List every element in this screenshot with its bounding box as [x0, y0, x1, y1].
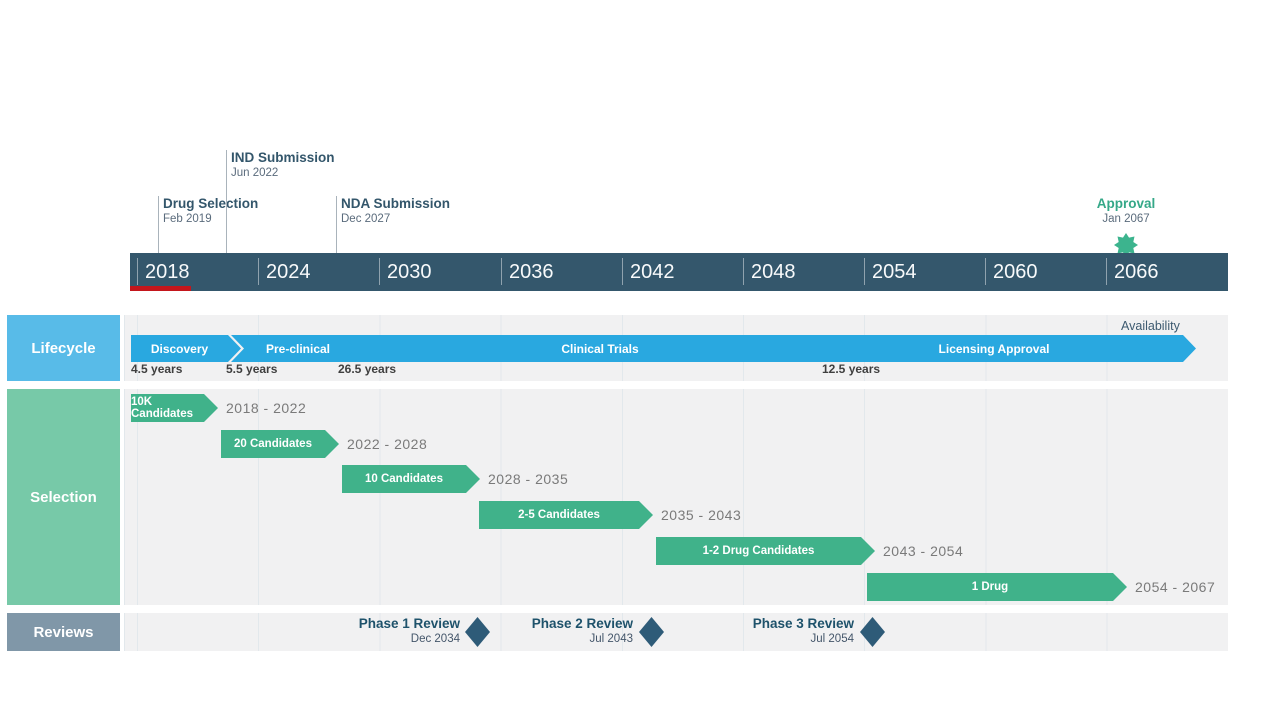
milestone-title: NDA Submission	[341, 196, 451, 211]
axis-year-label: 2024	[266, 261, 311, 283]
review-milestone-label: Phase 1 Review Dec 2034	[330, 615, 460, 646]
axis-tick	[1106, 258, 1107, 285]
lane-row-selection: 10K Candidates 2018 - 2022 20 Candidates…	[124, 389, 1228, 605]
axis-year-label: 2066	[1114, 261, 1159, 283]
phase-duration: 4.5 years	[131, 362, 183, 376]
phase-arrow-label: Licensing Approval	[938, 341, 1050, 356]
selection-bar-label: 2-5 Candidates	[518, 509, 600, 521]
phase-arrow-label: Discovery	[150, 341, 209, 356]
milestone-date: Jun 2022	[231, 167, 279, 179]
axis-year-label: 2030	[387, 261, 432, 283]
phase-duration: 12.5 years	[822, 362, 881, 376]
milestone-title: Drug Selection	[163, 196, 259, 211]
review-title: Phase 2 Review	[531, 616, 633, 631]
lane-label-selection[interactable]: Selection	[7, 389, 120, 605]
selection-bar-label: 1-2 Drug Candidates	[702, 545, 815, 557]
selection-bar-range: 2028 - 2035	[488, 471, 569, 487]
selection-bar-label: 10 Candidates	[365, 473, 443, 485]
milestone-approval[interactable]: Approval Jan 2067	[1066, 196, 1186, 227]
selection-bar-1-drug[interactable]: 1 Drug	[867, 573, 1127, 601]
milestone-ind-submission[interactable]: IND Submission Jun 2022	[231, 150, 335, 181]
axis-year-label: 2054	[872, 261, 917, 283]
selection-bar-range: 2054 - 2067	[1135, 579, 1216, 595]
selection-bar-label: 10K Candidates	[131, 396, 193, 420]
review-date: Jul 2043	[589, 633, 633, 645]
axis-year-label: 2018	[145, 261, 190, 283]
axis-tick	[985, 258, 986, 285]
milestone-title: Approval	[1096, 196, 1156, 211]
phase-arrow-label: Clinical Trials	[561, 341, 639, 356]
selection-bar-10-candidates[interactable]: 10 Candidates	[342, 465, 480, 493]
phase-arrow-preclinical[interactable]: Pre-clinical	[231, 335, 358, 362]
review-title: Phase 1 Review	[358, 616, 460, 631]
phase-duration: 26.5 years	[338, 362, 397, 376]
axis-year-label: 2048	[751, 261, 796, 283]
selection-bar-10k-candidates[interactable]: 10K Candidates	[131, 394, 218, 422]
phase-duration: 5.5 years	[226, 362, 278, 376]
axis-tick	[864, 258, 865, 285]
availability-caption: Availability	[1121, 319, 1180, 333]
axis-tick	[622, 258, 623, 285]
lane-label-text: Reviews	[33, 623, 94, 641]
milestone-title: IND Submission	[231, 150, 335, 165]
milestone-nda-submission[interactable]: NDA Submission Dec 2027	[341, 196, 450, 227]
axis-tick	[379, 258, 380, 285]
lane-label-text: Lifecycle	[31, 339, 96, 357]
lane-row-lifecycle: Discovery Pre-clinical Clinical Trials L…	[124, 315, 1228, 381]
milestone-date: Dec 2027	[341, 213, 391, 225]
milestone-drug-selection[interactable]: Drug Selection Feb 2019	[163, 196, 258, 227]
selection-bar-label: 1 Drug	[971, 581, 1009, 593]
phase-arrow-clinical-trials[interactable]: Clinical Trials	[342, 335, 851, 362]
selection-bar-range: 2018 - 2022	[226, 400, 307, 416]
milestone-connector-ind-submission	[226, 150, 227, 253]
milestone-connector-nda-submission	[336, 196, 337, 253]
selection-bar-label: 20 Candidates	[234, 438, 312, 450]
axis-tick	[258, 258, 259, 285]
phase-arrow-licensing-approval[interactable]: Licensing Approval	[835, 335, 1146, 362]
lane-label-reviews[interactable]: Reviews	[7, 613, 120, 651]
milestone-connector-drug-selection	[158, 196, 159, 253]
axis-elapsed-accent	[130, 286, 191, 291]
axis-year-label: 2060	[993, 261, 1038, 283]
review-milestone-label: Phase 2 Review Jul 2043	[503, 615, 633, 646]
selection-bar-2-5-candidates[interactable]: 2-5 Candidates	[479, 501, 653, 529]
phase-arrow-label: Pre-clinical	[265, 341, 331, 356]
timeline-axis[interactable]: 2018 2024 2030 2036 2042 2048 2054 2060 …	[130, 253, 1228, 291]
lane-label-lifecycle[interactable]: Lifecycle	[7, 315, 120, 381]
phase-arrow-discovery[interactable]: Discovery	[131, 335, 241, 362]
selection-bar-20-candidates[interactable]: 20 Candidates	[221, 430, 339, 458]
axis-tick	[137, 258, 138, 285]
selection-bar-range: 2035 - 2043	[661, 507, 742, 523]
review-date: Jul 2054	[810, 633, 854, 645]
review-diamond-phase3[interactable]	[860, 617, 885, 647]
selection-bar-range: 2043 - 2054	[883, 543, 964, 559]
review-diamond-phase1[interactable]	[465, 617, 490, 647]
lane-label-text: Selection	[30, 488, 97, 506]
axis-year-label: 2036	[509, 261, 554, 283]
axis-year-label: 2042	[630, 261, 675, 283]
milestone-date: Jan 2067	[1102, 213, 1150, 225]
review-date: Dec 2034	[410, 633, 460, 645]
milestone-date: Feb 2019	[163, 213, 212, 225]
review-diamond-phase2[interactable]	[639, 617, 664, 647]
axis-tick	[743, 258, 744, 285]
review-title: Phase 3 Review	[752, 616, 854, 631]
axis-tick	[501, 258, 502, 285]
review-milestone-label: Phase 3 Review Jul 2054	[724, 615, 854, 646]
lane-row-reviews: Phase 1 Review Dec 2034 Phase 2 Review J…	[124, 613, 1228, 651]
selection-bar-range: 2022 - 2028	[347, 436, 428, 452]
selection-bar-1-2-drug-candidates[interactable]: 1-2 Drug Candidates	[656, 537, 875, 565]
